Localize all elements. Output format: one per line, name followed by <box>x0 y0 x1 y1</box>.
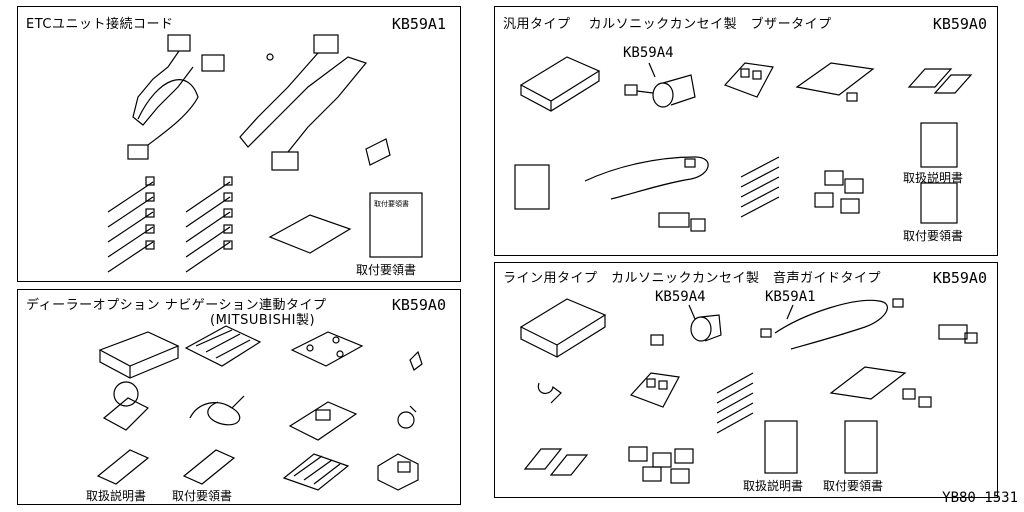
dealer-harness-board <box>184 325 262 367</box>
panel-etc-code: KB59A1 <box>391 15 446 33</box>
etc-pad <box>365 138 391 166</box>
general-tape-a <box>907 68 953 88</box>
line-small-pad-b <box>918 396 932 408</box>
dealer-screw <box>397 405 417 429</box>
dealer-velcro-sheet <box>282 453 350 491</box>
dealer-etc-unit <box>98 331 180 379</box>
line-switch-panel <box>629 372 680 408</box>
general-connector <box>658 212 706 232</box>
general-callout-kb59a4: KB59A4 <box>623 45 674 61</box>
general-parts-illustration <box>514 56 973 232</box>
panel-etc-cord: ETCユニット接続コード KB59A1 取付要 <box>17 6 461 282</box>
line-connector <box>938 324 978 344</box>
general-manual <box>920 122 958 168</box>
general-install-label: 取付要領書 <box>903 229 964 243</box>
dealer-cord <box>189 395 245 426</box>
etc-cable-ties-middle <box>185 176 233 273</box>
line-speaker-unit <box>650 314 722 346</box>
dealer-manual-book <box>96 449 150 485</box>
line-callout-kb59a4: KB59A4 <box>655 289 706 305</box>
panel-etc-title: ETCユニット接続コード <box>26 17 174 32</box>
panel-line-type: ライン用タイプ カルソニックカンセイ製 音声ガイドタイプ KB59A0 KB59… <box>494 262 998 498</box>
etc-adhesive-sheet <box>268 214 352 254</box>
line-install-manual <box>844 420 878 474</box>
line-callout-kb59a1: KB59A1 <box>765 289 816 305</box>
line-callout-leader-b <box>786 304 794 320</box>
line-tape-b <box>549 454 589 476</box>
dealer-install-book <box>182 449 236 485</box>
panel-line-code: KB59A0 <box>932 269 987 287</box>
line-pad <box>829 366 907 400</box>
etc-parts-illustration <box>107 34 423 273</box>
general-cable-ties <box>740 156 780 218</box>
panel-general-code: KB59A0 <box>932 15 987 33</box>
etc-cord-harness-a <box>127 34 225 160</box>
general-pad <box>795 62 875 96</box>
line-install-label: 取付要領書 <box>823 479 884 493</box>
line-manual <box>764 420 798 474</box>
general-buzzer-unit <box>624 74 696 108</box>
etc-cable-ties-left <box>107 176 155 273</box>
general-small-pad <box>846 92 858 102</box>
panel-line-title: ライン用タイプ カルソニックカンセイ製 音声ガイドタイプ <box>503 271 882 286</box>
etc-install-label: 取付要領書 <box>356 263 417 277</box>
etc-cord-harness-b <box>239 34 368 171</box>
line-clips <box>628 446 694 484</box>
panel-dealer-subtitle: (MITSUBISHI製) <box>210 313 316 328</box>
line-manual-label: 取扱説明書 <box>743 479 804 493</box>
general-tape-b <box>933 74 973 94</box>
line-cord <box>760 298 904 350</box>
general-manual-label: 取扱説明書 <box>903 171 964 185</box>
line-cable-ties <box>716 372 754 434</box>
etc-sheet-text: 取付要領書 <box>374 200 409 208</box>
dealer-connector <box>377 453 419 491</box>
general-cord <box>584 156 709 200</box>
panel-dealer-code: KB59A0 <box>391 296 446 314</box>
line-parts-illustration <box>519 298 978 484</box>
panel-general-type: 汎用タイプ カルソニックカンセイ製 ブザータイプ KB59A0 KB59A4 <box>494 6 998 256</box>
line-small-pad-a <box>902 388 916 400</box>
figure-id: YB80 1531 <box>942 490 1018 506</box>
line-terminal <box>537 382 562 404</box>
etc-install-manual <box>369 192 423 258</box>
general-etc-unit <box>519 56 601 112</box>
line-tape-a <box>523 448 563 470</box>
dealer-cover-plate <box>288 401 358 441</box>
general-clips <box>814 170 864 214</box>
general-sheet <box>514 164 550 210</box>
line-callout-leader-a <box>688 304 696 320</box>
dealer-install-label: 取付要領書 <box>172 489 233 503</box>
panel-general-title: 汎用タイプ カルソニックカンセイ製 ブザータイプ <box>503 17 832 32</box>
line-etc-unit <box>519 298 607 358</box>
dealer-manual-label: 取扱説明書 <box>86 489 147 503</box>
panel-dealer-option: ディーラーオプション ナビゲーション連動タイプ (MITSUBISHI製) KB… <box>17 289 461 505</box>
general-callout-leader <box>648 62 656 78</box>
general-install-manual <box>920 182 958 224</box>
dealer-antenna <box>102 381 150 431</box>
dealer-bracket <box>290 331 364 367</box>
panel-dealer-title: ディーラーオプション ナビゲーション連動タイプ <box>26 298 327 313</box>
dealer-clip-top <box>409 350 423 371</box>
dealer-parts-illustration <box>96 325 423 491</box>
general-switch-panel <box>723 62 774 98</box>
